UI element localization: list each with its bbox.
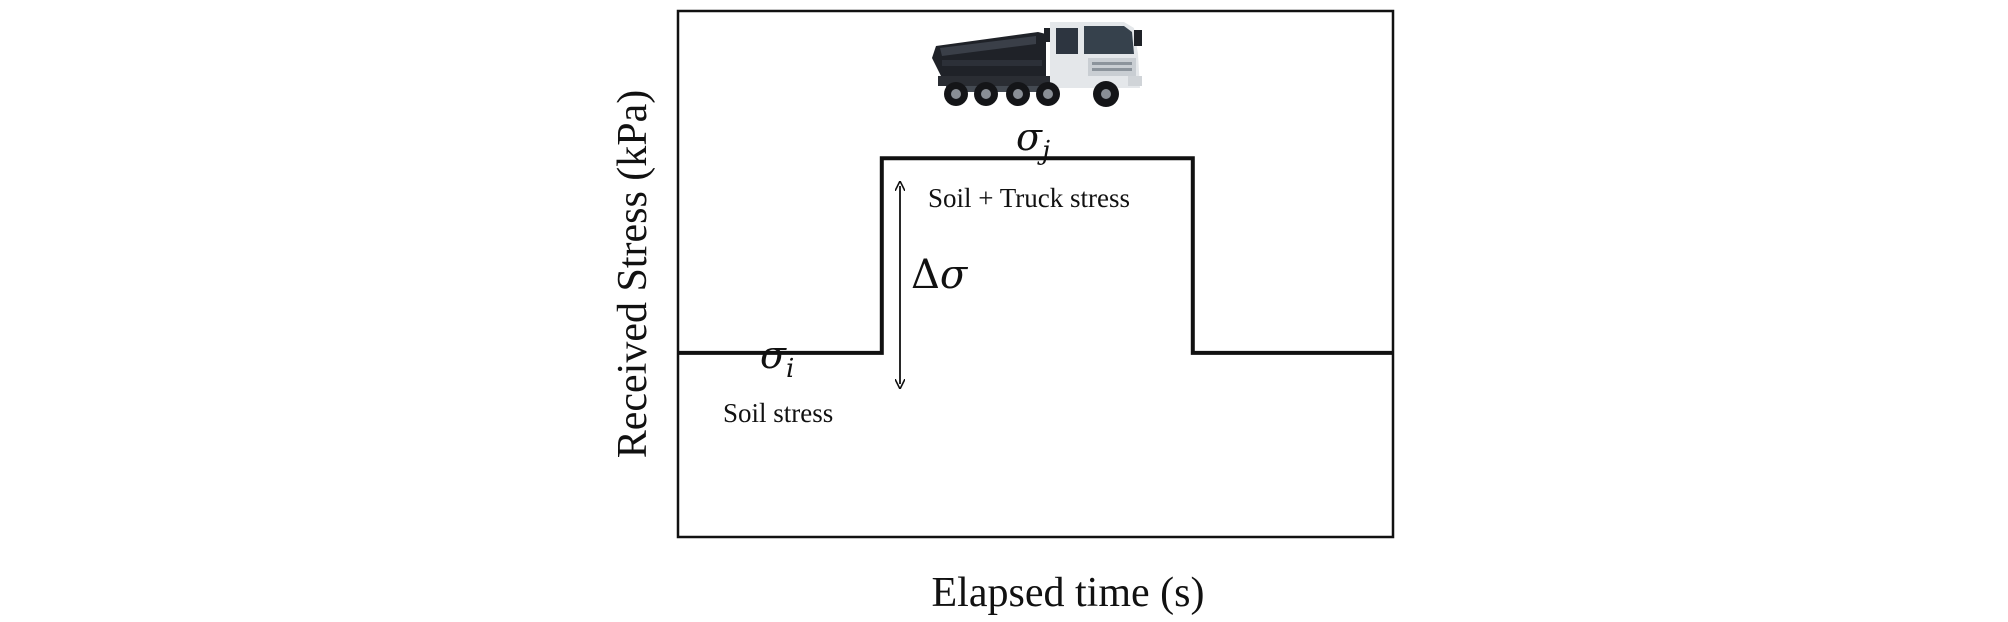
stress-step-line bbox=[678, 156, 1393, 355]
delta-sigma-label: Δσ bbox=[911, 252, 969, 298]
dump-truck-icon bbox=[932, 22, 1142, 107]
low-stress-label: Soil stress bbox=[723, 398, 833, 428]
high-stress-label: Soil + Truck stress bbox=[928, 183, 1130, 213]
sigma-i-label: σi bbox=[760, 333, 794, 384]
y-axis-label: Received Stress (kPa) bbox=[610, 90, 656, 459]
sigma-j-label: σj bbox=[1016, 115, 1050, 166]
plot-frame bbox=[676, 9, 1395, 539]
x-axis-label: Elapsed time (s) bbox=[932, 570, 1205, 616]
